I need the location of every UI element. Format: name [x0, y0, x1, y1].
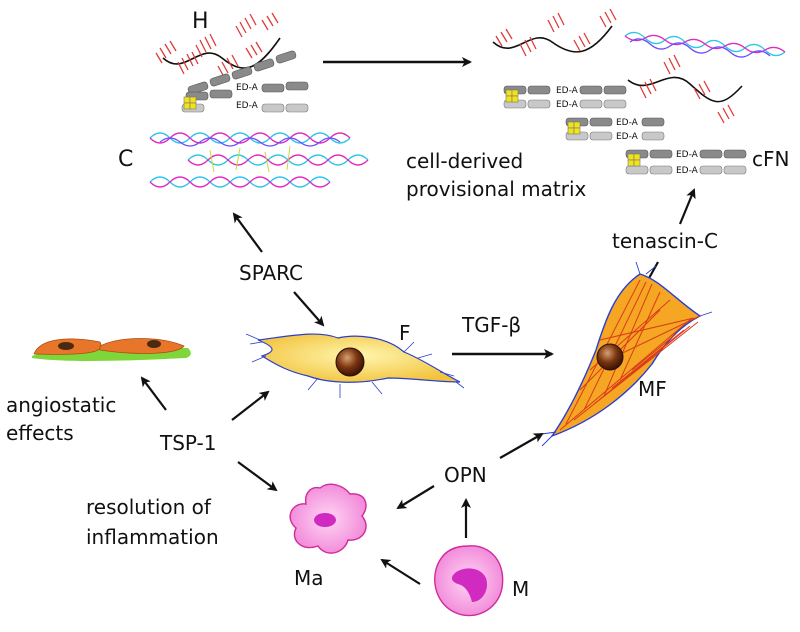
opn-label: OPN	[444, 463, 487, 487]
hyaluronan-molecule	[492, 8, 743, 124]
nucleus	[314, 513, 336, 527]
endothelial-cells	[32, 338, 191, 361]
tsp-1-label: TSP-1	[159, 431, 216, 455]
collagen-fibrils	[624, 31, 786, 58]
activated-macrophage-cell	[289, 483, 367, 554]
nucleus	[335, 347, 365, 377]
ed-a-label: ED-A	[676, 150, 699, 160]
monocyte-cell	[434, 545, 504, 617]
matrix-label-line2: provisional matrix	[406, 177, 587, 201]
arrow-tsp1-to-macrophage	[237, 461, 278, 492]
tgf-beta-label: TGF-β	[461, 313, 521, 337]
fibronectin-chain	[503, 85, 747, 175]
arrow-monocyte-to-macrophage	[380, 558, 421, 585]
myofibroblast-label: MF	[638, 377, 667, 401]
resolution-label-line1: resolution of	[86, 495, 212, 519]
ed-a-label: ED-A	[616, 132, 639, 142]
arrow-tenascin-to-matrix	[678, 188, 696, 225]
arrow-tsp1-to-fibroblast	[231, 390, 270, 421]
arrow-opn-to-macrophage	[396, 485, 435, 510]
angiostatic-label-line1: angiostatic	[6, 393, 116, 417]
fibroblast-label: F	[399, 321, 411, 345]
myofibroblast-cell	[541, 261, 713, 447]
hyaluronan-label: H	[192, 9, 209, 34]
tenascin-c-label: tenascin-C	[612, 229, 718, 253]
collagen-label: C	[118, 147, 133, 172]
sparc-label: SPARC	[239, 261, 303, 285]
ed-a-label: ED-A	[236, 83, 259, 93]
nucleus	[451, 568, 488, 602]
ed-a-label: ED-A	[616, 118, 639, 128]
fibroblast-cell	[245, 333, 465, 398]
arrow-opn-to-myofibroblast	[499, 433, 544, 459]
arrow-sparc-to-fibroblast	[293, 291, 325, 327]
nucleus	[596, 343, 624, 371]
ed-a-label: ED-A	[556, 100, 579, 110]
monocyte-label: M	[512, 577, 529, 601]
ed-a-label: ED-A	[236, 101, 259, 111]
ed-a-label: ED-A	[676, 166, 699, 176]
fibronectin-chain	[181, 50, 309, 113]
arrow-tsp1-to-angiostatic	[140, 376, 167, 411]
collagen-fibrils	[149, 132, 369, 188]
hyaluronan-molecule	[155, 12, 281, 78]
activated-macrophage-label: Ma	[294, 566, 324, 590]
cfn-label: cFN	[752, 147, 789, 171]
arrow-sparc-to-collagen	[232, 212, 263, 253]
ed-a-label: ED-A	[556, 86, 579, 96]
angiostatic-label-line2: effects	[6, 421, 74, 445]
matrix-label-line1: cell-derived	[406, 149, 523, 173]
resolution-label-line2: inflammation	[86, 525, 219, 549]
